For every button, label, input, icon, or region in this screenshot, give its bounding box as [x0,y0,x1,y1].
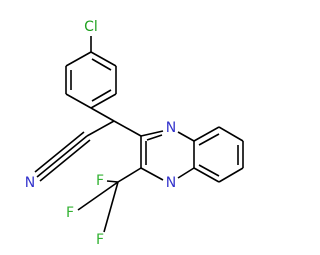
n4-c3-bond [140,167,164,181]
ring-double-bond-inner [91,58,112,71]
chlorine-label: Cl [84,19,98,35]
ring-bond [90,93,117,109]
benzo-double-bond-inner [198,133,220,146]
benzo-bond [218,126,244,142]
nitrile-triple-bond-lower [39,139,91,182]
ring-bond [65,93,92,109]
atom-label-layer: Cl N N N F F F [25,19,176,248]
aryl-ch-bond [90,107,115,122]
c-f-top-bond [106,180,119,183]
nitrile-triple-bond-upper [34,131,85,173]
c3-cf3-bond [117,167,142,183]
ring-bond [90,51,117,67]
structure-canvas: Cl N N N F F F [25,19,244,248]
c-f-left-bond [77,181,119,211]
c2-n1-double-bond [146,134,163,141]
ring-double-bond-inner [91,89,112,102]
c-f-bottom-bond [103,181,119,233]
benzo-bond [218,167,244,183]
bond-layer [34,36,244,233]
quinoxaline-nitrogen-top-label: N [166,120,176,136]
benzo-double-bond-inner [198,164,220,177]
ring-bond [65,51,92,67]
n1-c8a-bond [177,131,195,142]
fluorine-left-label: F [66,205,74,221]
fluorine-bottom-label: F [96,232,104,248]
c4a-n4-bond [177,167,195,179]
nitrile-nitrogen-label: N [25,175,35,191]
benzo-bond [193,167,220,183]
benzo-bond [193,126,220,142]
ch-cn-bond [86,120,115,137]
chemical-structure-diagram: Cl N N N F F F [25,19,244,248]
quinoxaline-nitrogen-bottom-label: N [166,175,176,191]
c2-n1-bond [140,130,164,137]
ch-quinoxaline-bond [113,120,142,137]
fluorine-top-label: F [96,173,104,189]
nitrile-triple-bond-center [36,135,88,178]
